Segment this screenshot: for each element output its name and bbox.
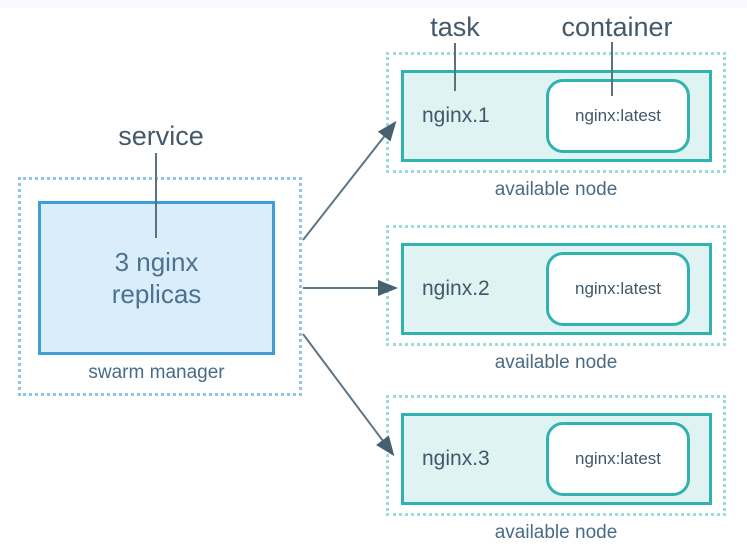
container-label: container: [561, 12, 673, 42]
node-1-task-box: nginx.1 nginx:latest: [401, 70, 712, 162]
container-pointer-line: [611, 42, 613, 96]
available-node-1: nginx.1 nginx:latest available node: [386, 52, 726, 201]
node-2-container-box: nginx:latest: [546, 252, 690, 326]
node-2-container-image: nginx:latest: [575, 279, 661, 298]
node-2-caption: available node: [494, 352, 618, 373]
arrow-service-to-node-1: [302, 120, 397, 241]
node-1-caption: available node: [494, 179, 618, 200]
available-node-2: nginx.2 nginx:latest available node: [386, 225, 726, 374]
available-node-3: nginx.3 nginx:latest available node: [386, 395, 726, 544]
node-1-boundary: nginx.1 nginx:latest: [386, 52, 726, 173]
node-1-task-name: nginx.1: [422, 104, 490, 127]
task-pointer-line: [454, 43, 456, 91]
node-3-task-name: nginx.3: [422, 447, 490, 470]
node-3-container-image: nginx:latest: [575, 449, 661, 468]
service-pointer-line: [155, 153, 157, 238]
node-2-task-name: nginx.2: [422, 277, 490, 300]
node-1-container-box: nginx:latest: [546, 79, 690, 153]
node-3-caption: available node: [494, 522, 618, 543]
node-2-task-box: nginx.2 nginx:latest: [401, 243, 712, 335]
arrow-service-to-node-3: [302, 333, 395, 457]
node-2-boundary: nginx.2 nginx:latest: [386, 225, 726, 346]
node-1-container-image: nginx:latest: [575, 106, 661, 125]
service-label: service: [118, 121, 204, 151]
swarm-manager-boundary: [18, 177, 302, 396]
node-3-task-box: nginx.3 nginx:latest: [401, 413, 712, 505]
replicas-text-line2: replicas: [111, 279, 202, 309]
node-3-boundary: nginx.3 nginx:latest: [386, 395, 726, 516]
task-label: task: [430, 12, 480, 42]
swarm-manager-caption: swarm manager: [88, 362, 225, 383]
top-strip: [0, 0, 747, 8]
replicas-text-line1: 3 nginx: [114, 247, 199, 277]
node-3-container-box: nginx:latest: [546, 422, 690, 496]
